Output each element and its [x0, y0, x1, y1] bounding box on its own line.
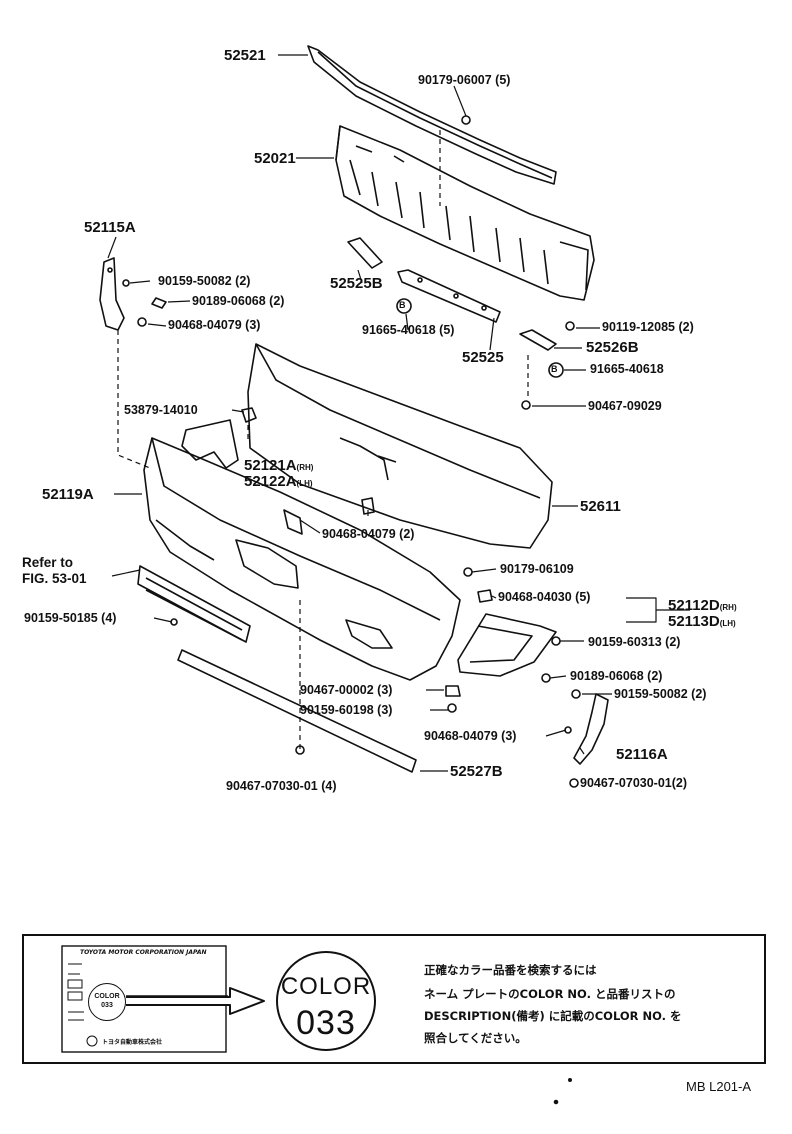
label-52122A-side: (LH): [296, 479, 313, 488]
plate-color-code: 033: [101, 1002, 113, 1009]
label-52116A: 52116A: [616, 746, 668, 763]
jp-instruction-line-4: 照合してください。: [424, 1031, 527, 1045]
label-52113D-side: (LH): [719, 619, 736, 628]
color-code: 033: [296, 1004, 356, 1042]
label-52122A: 52122A(LH): [244, 474, 313, 489]
label-52121A: 52121A(RH): [244, 458, 313, 473]
label-90467-09029: 90467-09029: [588, 399, 662, 413]
part-52611-absorber: [247, 343, 553, 549]
label-53879-14010: 53879-14010: [124, 403, 198, 417]
plate-color-circle: COLOR 033: [88, 983, 126, 1021]
label-90189-06068-a: 90189-06068 (2): [192, 294, 285, 308]
b-marker-circles: [396, 298, 564, 378]
plate-color-label: COLOR: [94, 993, 120, 1000]
label-90159-60313: 90159-60313 (2): [588, 635, 681, 649]
label-91665-40618: 91665-40618: [590, 362, 664, 376]
label-90468-04079-b: 90468-04079 (2): [322, 527, 415, 541]
label-leaders: [107, 54, 690, 772]
label-52112D-side: (RH): [719, 603, 737, 612]
label-52113D: 52113D(LH): [668, 614, 736, 629]
label-90468-04079-a: 90468-04079 (3): [168, 318, 261, 332]
label-52021: 52021: [254, 150, 296, 167]
label-90159-50082-b: 90159-50082 (2): [614, 687, 707, 701]
refer-line-2: FIG. 53-01: [22, 571, 87, 586]
jp-instruction-line-1: 正確なカラー品番を検索するには: [424, 963, 597, 977]
label-52525: 52525: [462, 349, 504, 366]
part-52119A-cover: [143, 419, 461, 681]
label-52527B: 52527B: [450, 763, 503, 780]
fasteners: [122, 115, 581, 788]
label-52121A-number: 52121A: [244, 457, 297, 474]
jp-instruction-line-3: DESCRIPTION(備考) に記載のCOLOR NO. を: [424, 1009, 682, 1023]
label-90159-50082-a: 90159-50082 (2): [158, 274, 251, 288]
label-52115A: 52115A: [84, 219, 136, 236]
part-lower-strips: [137, 565, 417, 773]
label-90189-06068-b: 90189-06068 (2): [570, 669, 663, 683]
label-90179-06007: 90179-06007 (5): [418, 73, 511, 87]
label-52525B: 52525B: [330, 275, 383, 292]
label-52121A-side: (RH): [296, 463, 314, 472]
color-word: COLOR: [280, 973, 372, 1000]
marker-b-1: B: [399, 300, 406, 310]
part-52521-rail: [307, 45, 557, 185]
leader-lines: [117, 130, 529, 750]
label-90467-07030-01-4: 90467-07030-01 (4): [226, 779, 337, 793]
label-90468-04079-c: 90468-04079 (3): [424, 729, 517, 743]
part-52115A-bracket: [99, 257, 125, 331]
part-52116A-bracket: [573, 693, 609, 765]
label-90467-07030-01-2: 90467-07030-01(2): [580, 776, 688, 790]
label-91665-40618-5: 91665-40618 (5): [362, 323, 455, 337]
scan-dot: [553, 1078, 572, 1105]
plate-bottom-text: トヨタ自動車株式会社: [102, 1039, 163, 1046]
marker-b-2: B: [551, 364, 558, 374]
label-52521: 52521: [224, 47, 266, 64]
figure-code: MB L201-A: [686, 1079, 752, 1094]
color-code-circle: COLOR 033: [276, 951, 376, 1051]
label-90159-50185: 90159-50185 (4): [24, 611, 117, 625]
label-90467-00002: 90467-00002 (3): [300, 683, 393, 697]
part-52112D-side-piece: [457, 613, 557, 677]
label-90468-04030: 90468-04030 (5): [498, 590, 591, 604]
arrow-right-icon: [126, 987, 265, 1015]
color-info-box: [22, 934, 766, 1064]
label-52611: 52611: [580, 498, 621, 515]
refer-line-1: Refer to: [22, 555, 74, 570]
label-52112D-number: 52112D: [668, 597, 720, 614]
label-52119A: 52119A: [42, 486, 94, 503]
plate-maker-text: TOYOTA MOTOR CORPORATION JAPAN: [80, 949, 207, 956]
jp-instruction-line-2: ネーム プレートのCOLOR NO. と品番リストの: [424, 987, 676, 1001]
label-52122A-number: 52122A: [244, 473, 297, 490]
label-52112D: 52112D(RH): [668, 598, 737, 613]
part-52021-reinforcement: [335, 125, 595, 301]
label-90159-60198: 90159-60198 (3): [300, 703, 393, 717]
label-52113D-number: 52113D: [668, 613, 720, 630]
label-52526B: 52526B: [586, 339, 639, 356]
label-90119-12085: 90119-12085 (2): [602, 320, 694, 334]
label-90179-06109: 90179-06109: [500, 562, 574, 576]
bracket-parts: [347, 237, 557, 351]
